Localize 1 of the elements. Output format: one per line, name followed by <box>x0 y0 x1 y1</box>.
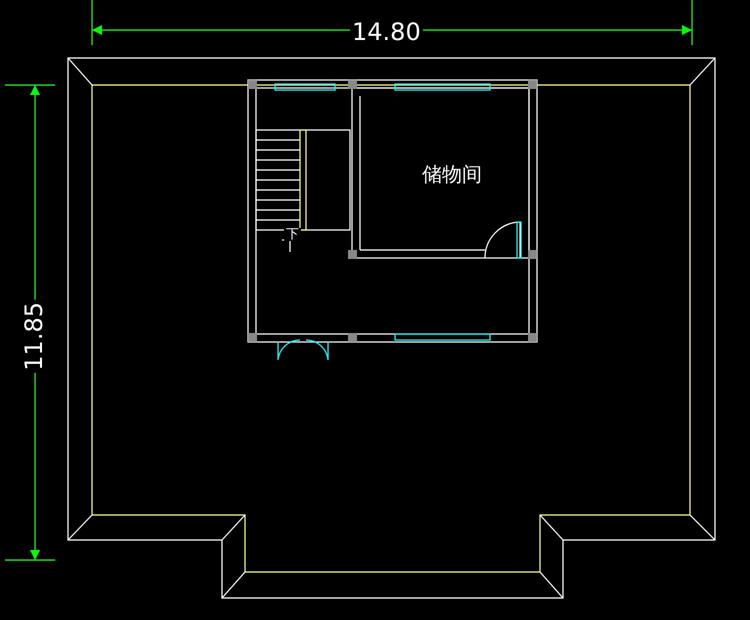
stair-direction-label: 下 <box>284 228 301 241</box>
